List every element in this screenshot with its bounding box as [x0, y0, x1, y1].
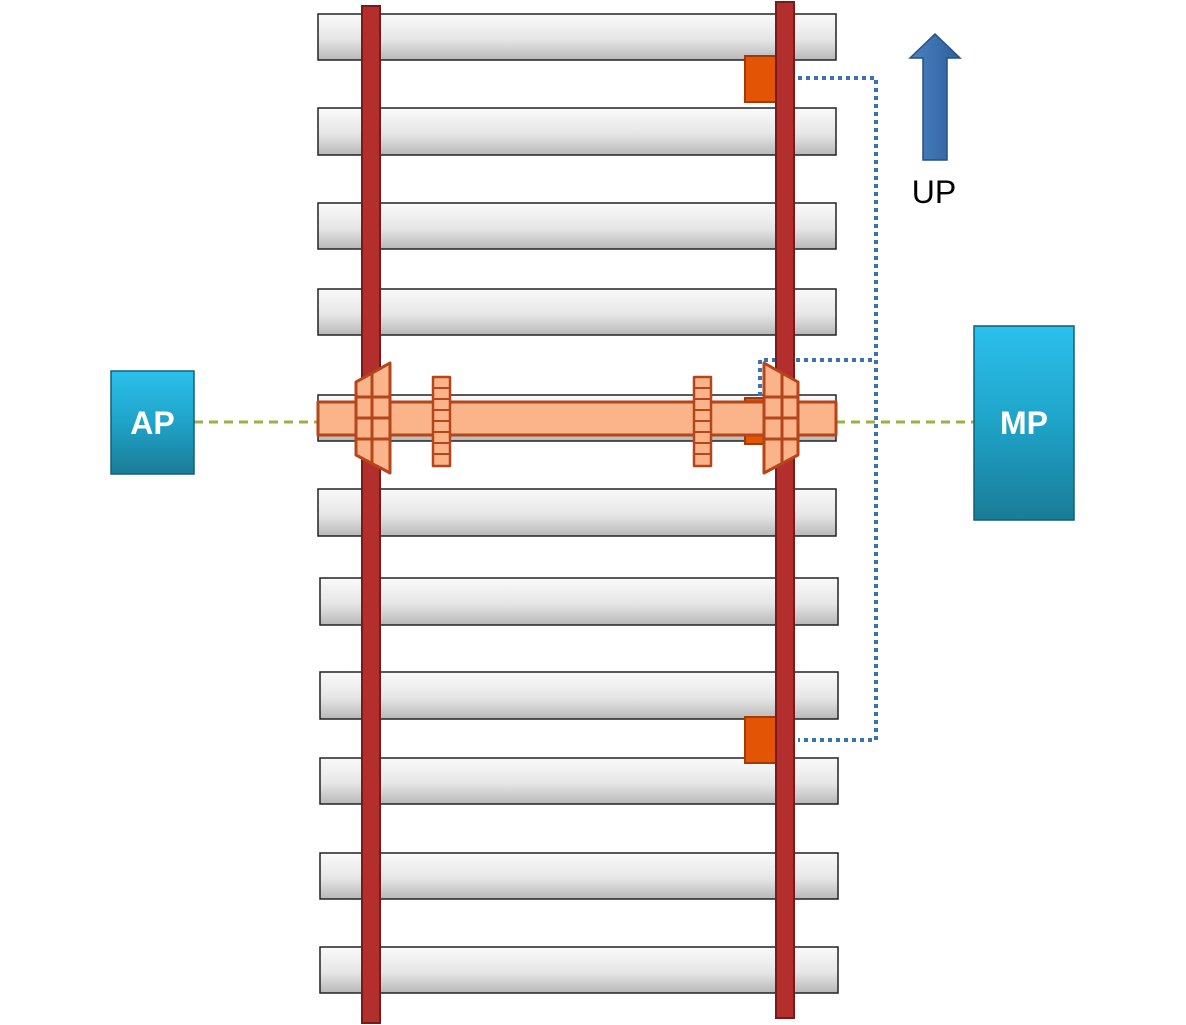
sleeper: [319, 671, 839, 720]
mp-box-shape: [973, 325, 1075, 521]
mp-box: MP: [973, 325, 1075, 521]
sensor-top: [744, 55, 779, 103]
sleeper: [317, 107, 837, 156]
up-indicator: UP: [908, 32, 962, 210]
ap-box-shape: [110, 370, 195, 475]
wire-top-sensor: [798, 76, 878, 742]
sleeper: [317, 202, 837, 250]
rail-right: [775, 1, 795, 1019]
rails: [361, 1, 795, 1024]
wheelset: [316, 361, 838, 475]
sleeper: [319, 757, 839, 805]
sensor-bottom: [744, 716, 779, 764]
rail-left: [361, 5, 381, 1024]
sleeper: [319, 946, 839, 994]
sleeper: [317, 488, 837, 537]
sleeper: [319, 577, 839, 626]
ap-box: AP: [110, 370, 195, 475]
ap-label: AP: [130, 405, 174, 441]
sleeper: [317, 13, 837, 61]
sleepers: [317, 13, 839, 994]
up-label: UP: [912, 174, 956, 210]
axle-shaft: [316, 400, 838, 437]
up-arrow-icon: [908, 32, 962, 161]
sleeper: [317, 288, 837, 336]
sleeper: [319, 852, 839, 900]
mp-label: MP: [1000, 405, 1048, 441]
